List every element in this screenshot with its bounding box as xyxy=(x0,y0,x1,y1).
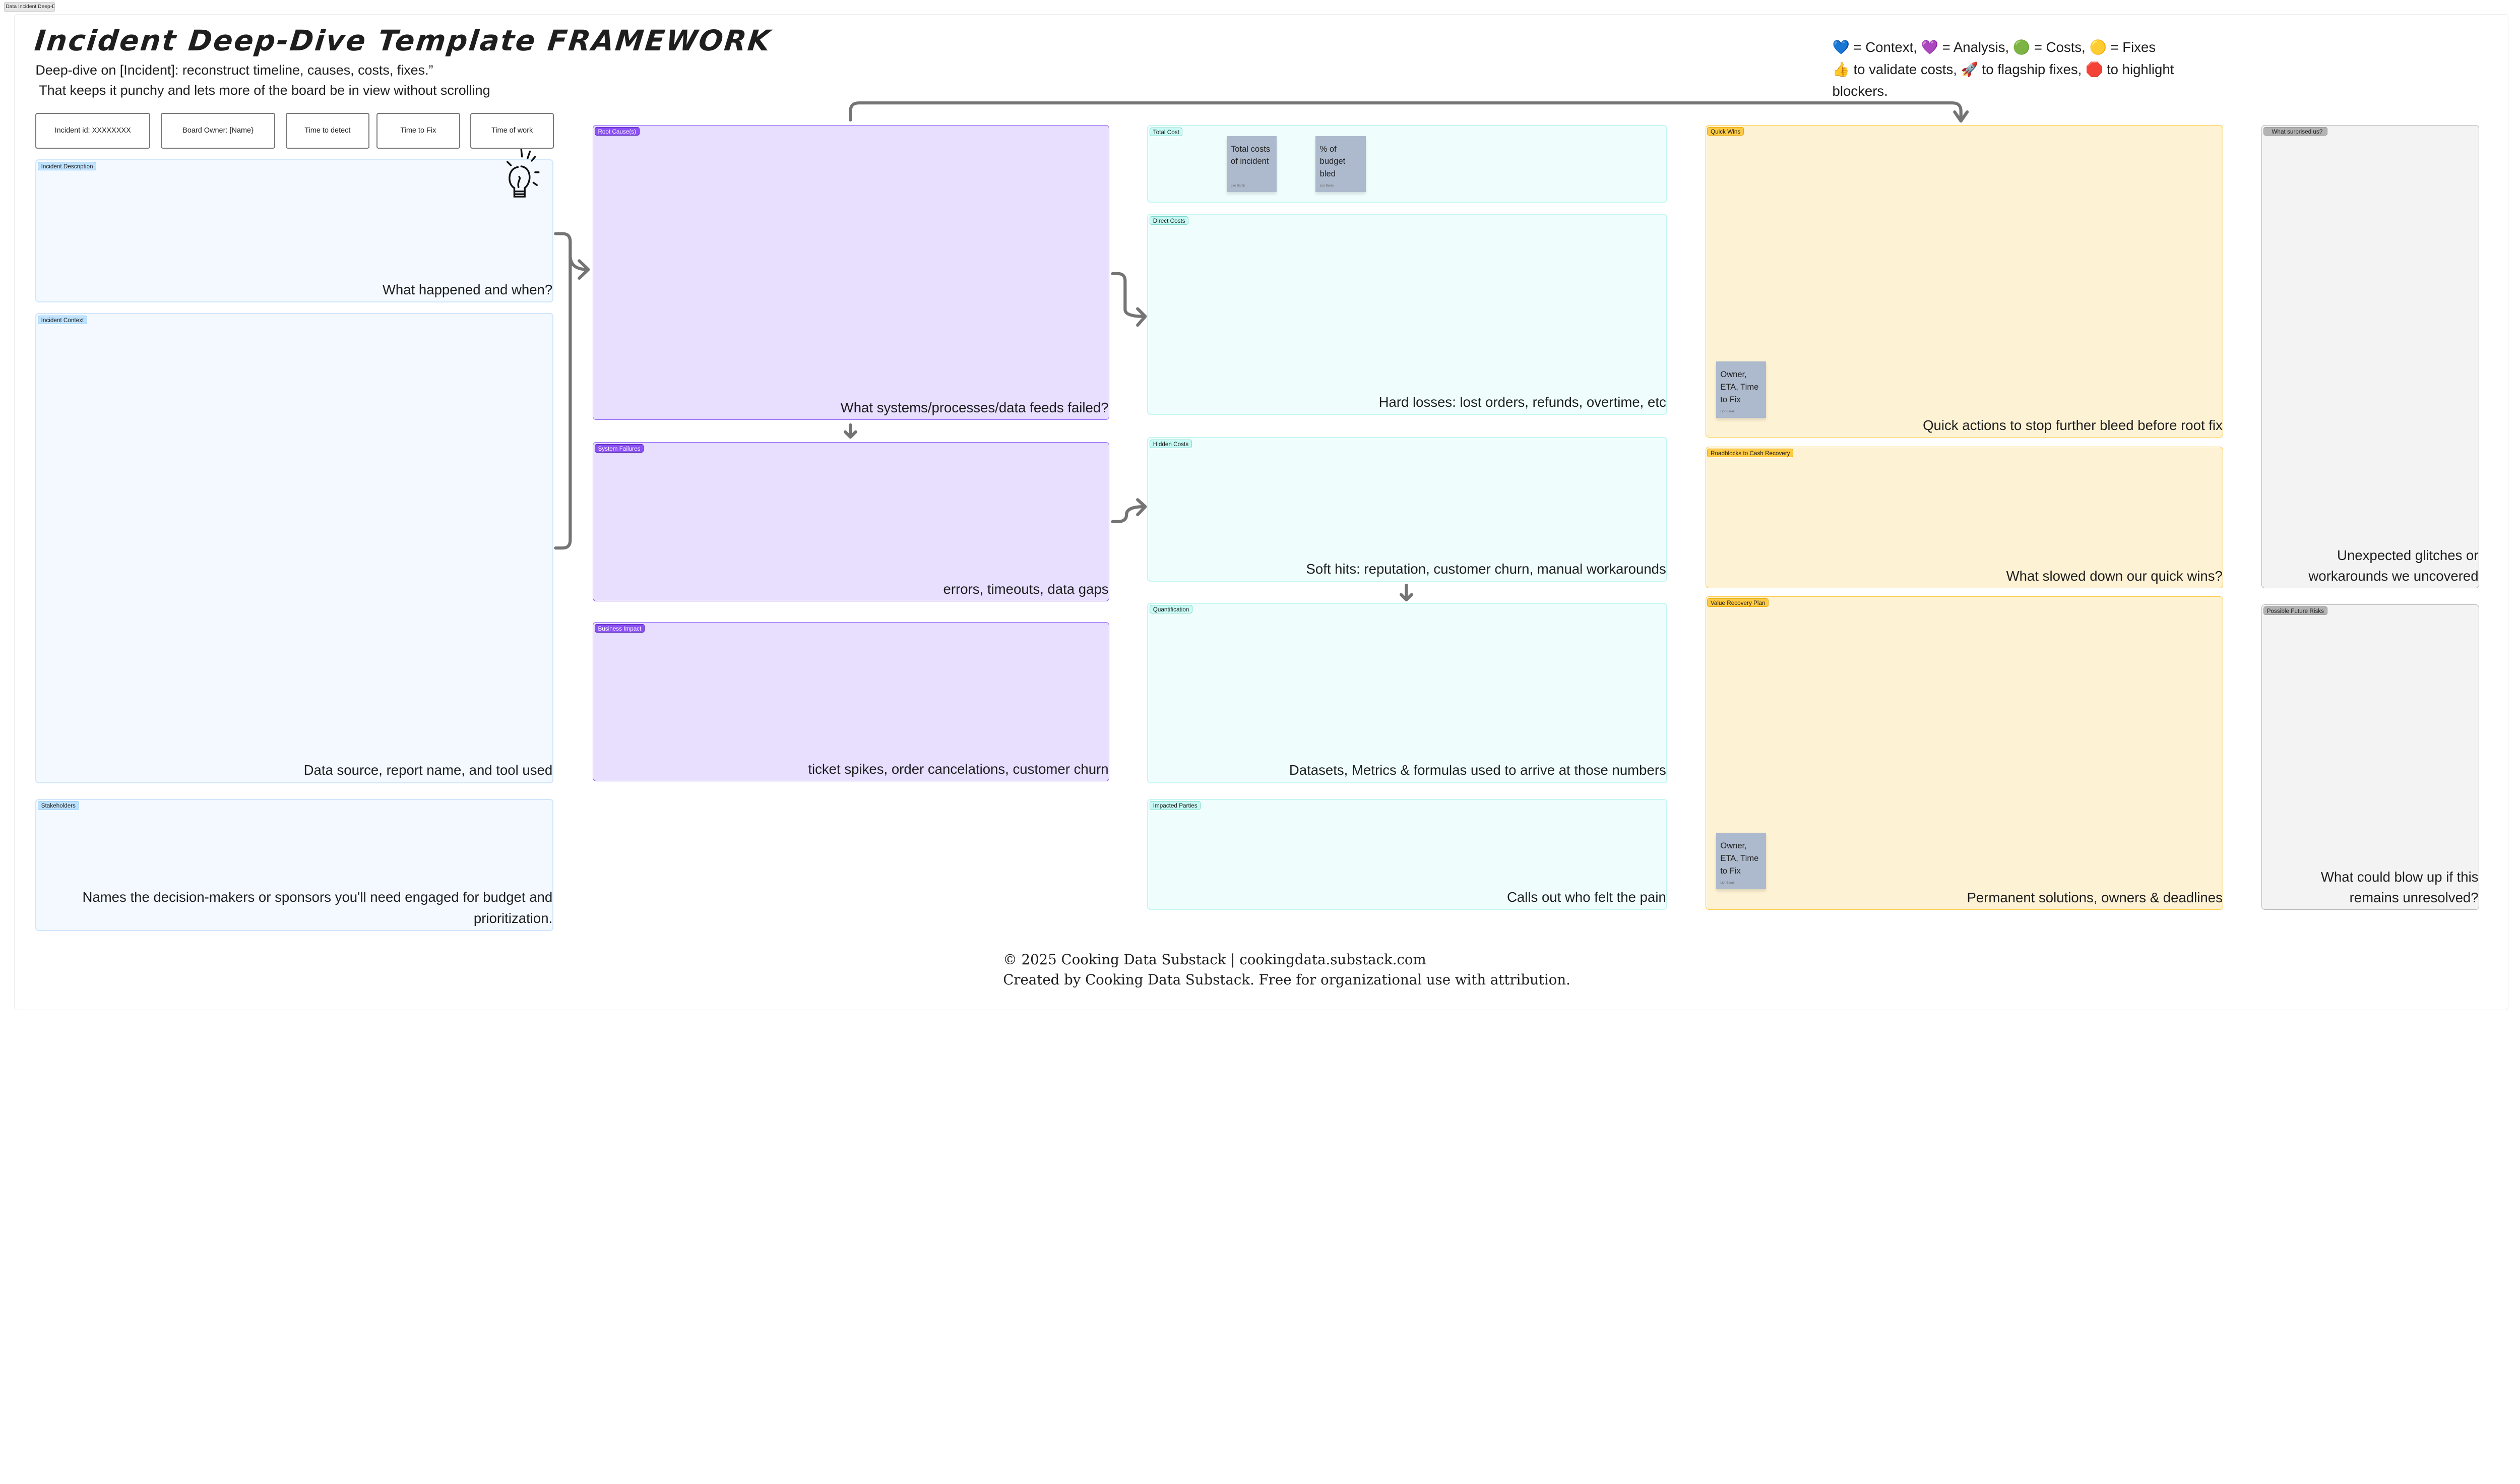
section-tag: Quick Wins xyxy=(1707,127,1744,136)
sticky-note-total-costs[interactable]: Total costs of incident Lior Barak xyxy=(1226,136,1277,193)
sticky-text: Owner, ETA, Time to Fix xyxy=(1720,840,1759,876)
section-tag: Value Recovery Plan xyxy=(1707,598,1769,607)
section-incident-context[interactable]: Incident Context Data source, report nam… xyxy=(35,313,554,783)
sticky-note-quick-wins-owner[interactable]: Owner, ETA, Time to Fix Lior Barak xyxy=(1716,361,1767,418)
section-quick-wins[interactable]: Quick Wins Quick actions to stop further… xyxy=(1705,125,2223,438)
board-frame xyxy=(14,14,2509,1010)
board-tab[interactable]: Data Incident Deep-Dive Template [XXXX/X… xyxy=(4,2,55,12)
lightbulb-icon xyxy=(507,148,540,198)
section-incident-description[interactable]: Incident Description What happened and w… xyxy=(35,159,554,303)
section-prompt: What systems/processes/data feeds failed… xyxy=(840,399,1109,415)
footer-attribution: Created by Cooking Data Substack. Free f… xyxy=(1003,971,1570,988)
section-prompt: What slowed down our quick wins? xyxy=(2006,568,2223,584)
sticky-author: Lior Barak xyxy=(1231,184,1245,188)
section-prompt: Soft hits: reputation, customer churn, m… xyxy=(1306,561,1666,577)
section-prompt: Permanent solutions, owners & deadlines xyxy=(1967,890,2223,906)
sticky-text: % of budget bled xyxy=(1319,144,1346,179)
sticky-text: Total costs of incident xyxy=(1231,144,1271,166)
section-business-impact[interactable]: Business Impact ticket spikes, order can… xyxy=(593,622,1109,782)
section-what-surprised-us[interactable]: What surprised us? Unexpected glitches o… xyxy=(2261,125,2479,589)
sticky-author: Lior Barak xyxy=(1720,881,1735,885)
section-tag: What surprised us? xyxy=(2263,127,2327,136)
section-impacted-parties[interactable]: Impacted Parties Calls out who felt the … xyxy=(1147,798,1667,910)
section-possible-future-risks[interactable]: Possible Future Risks What could blow up… xyxy=(2261,604,2479,910)
section-tag: Incident Description xyxy=(38,161,97,170)
section-tag: Hidden Costs xyxy=(1150,439,1192,449)
board-owner-box[interactable]: Board Owner: [Name} xyxy=(160,113,276,149)
sticky-author: Lior Barak xyxy=(1720,410,1735,414)
section-tag: Total Cost xyxy=(1150,128,1183,137)
section-total-cost[interactable]: Total Cost xyxy=(1147,125,1667,203)
section-prompt: Calls out who felt the pain xyxy=(1506,889,1666,905)
sticky-note-budget-bled[interactable]: % of budget bled Lior Barak xyxy=(1315,136,1366,193)
section-prompt: errors, timeouts, data gaps xyxy=(943,581,1109,597)
section-value-recovery-plan[interactable]: Value Recovery Plan Permanent solutions,… xyxy=(1705,596,2223,910)
section-tag: Impacted Parties xyxy=(1150,801,1201,810)
subtitle-line-1: Deep-dive on [Incident]: reconstruct tim… xyxy=(35,63,433,78)
section-tag: System Failures xyxy=(594,444,644,453)
section-prompt: Data source, report name, and tool used xyxy=(303,762,553,778)
section-tag: Root Cause(s) xyxy=(594,127,640,136)
sticky-text: Owner, ETA, Time to Fix xyxy=(1720,369,1759,404)
section-stakeholders[interactable]: Stakeholders Names the decision-makers o… xyxy=(35,798,554,931)
section-prompt: Datasets, Metrics & formulas used to arr… xyxy=(1289,762,1666,778)
section-quantification[interactable]: Quantification Datasets, Metrics & formu… xyxy=(1147,602,1667,783)
section-prompt: Hard losses: lost orders, refunds, overt… xyxy=(1378,394,1666,410)
section-hidden-costs[interactable]: Hidden Costs Soft hits: reputation, cust… xyxy=(1147,437,1667,582)
section-direct-costs[interactable]: Direct Costs Hard losses: lost orders, r… xyxy=(1147,214,1667,415)
legend-line-categories: 💙 = Context, 💜 = Analysis, 🟢 = Costs, 🟡 … xyxy=(1832,39,2156,55)
legend-line-reactions: 👍 to validate costs, 🚀 to flagship fixes… xyxy=(1832,61,2174,99)
sticky-author: Lior Barak xyxy=(1319,184,1334,188)
section-prompt: Quick actions to stop further bleed befo… xyxy=(1923,417,2223,433)
section-tag: Possible Future Risks xyxy=(2263,606,2327,615)
section-root-causes[interactable]: Root Cause(s) What systems/processes/dat… xyxy=(593,125,1109,420)
section-tag: Stakeholders xyxy=(38,801,79,810)
time-to-detect-box[interactable]: Time to detect xyxy=(286,113,369,149)
section-roadblocks[interactable]: Roadblocks to Cash Recovery What slowed … xyxy=(1705,447,2223,589)
subtitle-line-2: That keeps it punchy and lets more of th… xyxy=(39,83,490,98)
incident-id-box[interactable]: Incident id: XXXXXXXX xyxy=(35,113,150,149)
color-legend: 💙 = Context, 💜 = Analysis, 🟢 = Costs, 🟡 … xyxy=(1832,36,2200,102)
section-tag: Direct Costs xyxy=(1150,216,1189,225)
section-tag: Business Impact xyxy=(594,624,645,633)
section-prompt: ticket spikes, order cancelations, custo… xyxy=(808,761,1109,777)
section-prompt: Names the decision-makers or sponsors yo… xyxy=(82,889,553,926)
page-title: Incident Deep-Dive Template FRAMEWORK xyxy=(33,24,773,58)
footer-copyright: © 2025 Cooking Data Substack | cookingda… xyxy=(1003,951,1426,968)
section-system-failures[interactable]: System Failures errors, timeouts, data g… xyxy=(593,442,1109,601)
sticky-note-value-recovery-owner[interactable]: Owner, ETA, Time to Fix Lior Barak xyxy=(1716,833,1767,889)
section-tag: Roadblocks to Cash Recovery xyxy=(1707,449,1794,458)
time-of-work-box[interactable]: Time of work xyxy=(470,113,554,149)
section-tag: Incident Context xyxy=(38,315,87,324)
section-prompt: What happened and when? xyxy=(382,282,553,297)
section-prompt: What could blow up if this remains unres… xyxy=(2320,869,2479,906)
section-tag: Quantification xyxy=(1150,605,1192,614)
section-prompt: Unexpected glitches or workarounds we un… xyxy=(2308,547,2479,584)
time-to-fix-box[interactable]: Time to Fix xyxy=(376,113,460,149)
